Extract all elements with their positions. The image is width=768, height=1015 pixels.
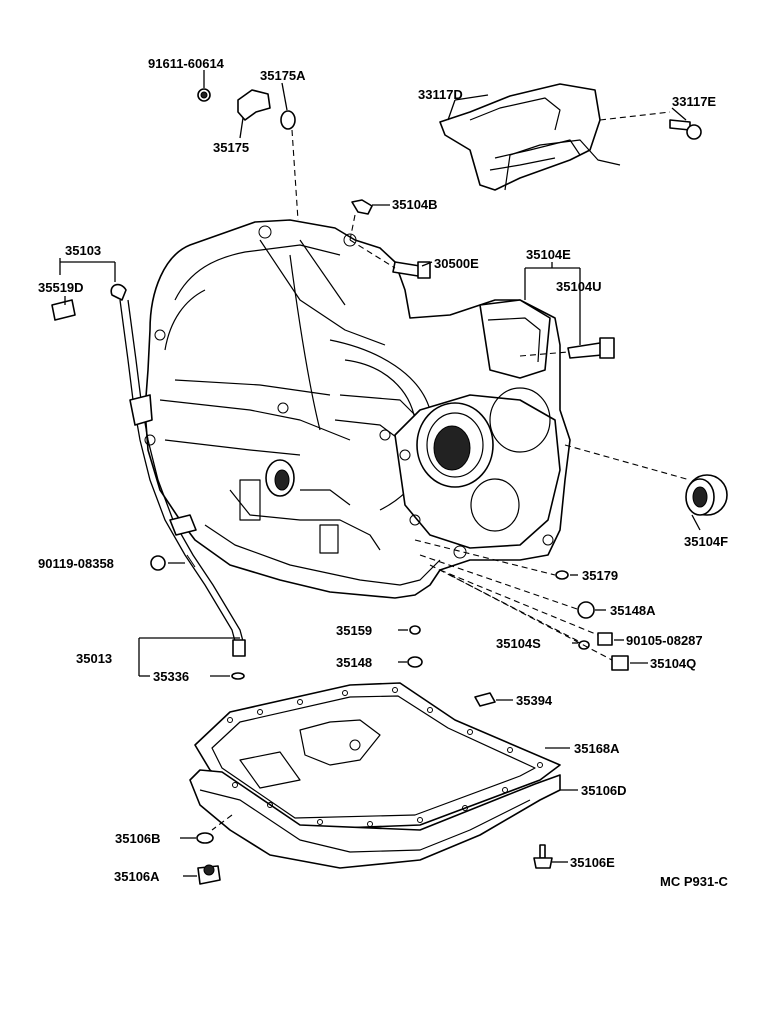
part-labels: 91611-60614 35175A 35175 33117D 33117E 3… <box>38 56 729 889</box>
label-35013: 35013 <box>76 651 112 666</box>
label-35148: 35148 <box>336 655 372 670</box>
dipstick-assembly <box>51 283 246 657</box>
label-35104E: 35104E <box>526 247 571 262</box>
label-35175: 35175 <box>213 140 249 155</box>
label-35519D: 35519D <box>38 280 84 295</box>
label-35159: 35159 <box>336 623 372 638</box>
label-90105-08287: 90105-08287 <box>626 633 703 648</box>
bolt-35106E <box>533 857 553 869</box>
seal-35104F <box>564 444 728 516</box>
label-35519D-plate <box>51 299 76 321</box>
label-33117D: 33117D <box>418 87 463 102</box>
dipstick-handle <box>110 283 127 301</box>
bolt-33117E <box>686 124 702 140</box>
label-35106B: 35106B <box>115 831 161 846</box>
label-35106E: 35106E <box>570 855 615 870</box>
sensor-assembly <box>197 88 299 221</box>
label-91611-60614: 91611-60614 <box>148 56 225 71</box>
label-35394: 35394 <box>516 693 553 708</box>
label-35104B: 35104B <box>392 197 438 212</box>
oring-35336 <box>231 672 245 680</box>
label-35179: 35179 <box>582 568 618 583</box>
label-35336: 35336 <box>153 669 189 684</box>
leader-lines <box>59 70 701 877</box>
transaxle-housing <box>144 219 571 599</box>
sensor-35175 <box>237 89 271 121</box>
small-fasteners-top <box>349 199 615 359</box>
label-35104S: 35104S <box>496 636 541 651</box>
label-35168A: 35168A <box>574 741 620 756</box>
label-35103: 35103 <box>65 243 101 258</box>
label-35104F: 35104F <box>684 534 728 549</box>
oil-pan-assembly <box>189 682 561 885</box>
small-parts-right <box>231 539 629 707</box>
plug-90119 <box>150 555 166 571</box>
label-35175A: 35175A <box>260 68 306 83</box>
gasket-35106B <box>196 832 214 844</box>
gasket-35148 <box>407 656 423 668</box>
label-33117E: 33117E <box>672 94 716 109</box>
label-35104U: 35104U <box>556 279 602 294</box>
magnet-35394 <box>474 692 496 707</box>
label-35106D: 35106D <box>581 783 627 798</box>
label-35148A: 35148A <box>610 603 656 618</box>
gasket-35159 <box>409 625 421 635</box>
figure-code: MC P931-C <box>660 874 729 889</box>
label-35104Q: 35104Q <box>650 656 696 671</box>
label-35106A: 35106A <box>114 869 160 884</box>
label-30500E: 30500E <box>434 256 479 271</box>
label-90119-08358: 90119-08358 <box>38 556 114 571</box>
oring-35175A <box>280 110 296 130</box>
bracket-33117D <box>439 83 702 191</box>
